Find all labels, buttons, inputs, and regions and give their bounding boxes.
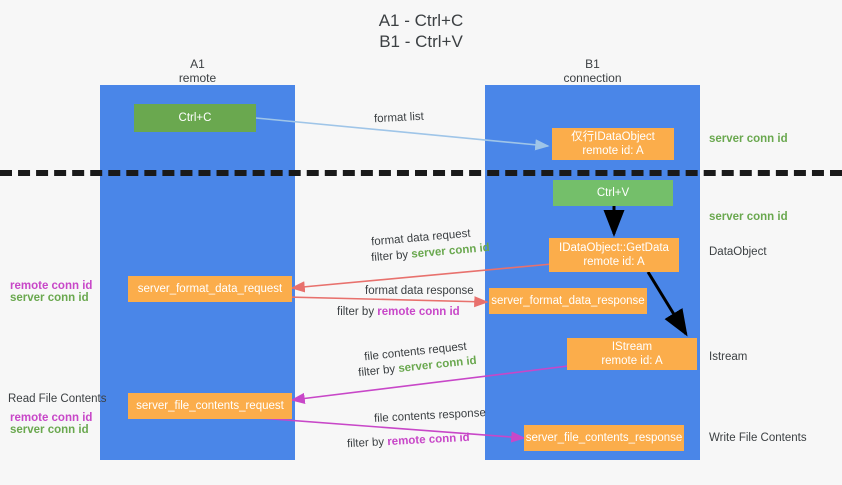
box-ctrl-c-label: Ctrl+C xyxy=(178,112,212,124)
annotation-server-conn-id-2: server conn id xyxy=(709,211,788,223)
box-server-file-contents-response-label: server_file_contents_response xyxy=(525,432,683,444)
filter-by-text-2: filter by xyxy=(337,306,375,318)
page-title: A1 - Ctrl+C B1 - Ctrl+V xyxy=(0,10,842,52)
annotation-remote-conn-id-1: remote conn id xyxy=(10,280,93,292)
filter-by-text-4: filter by xyxy=(346,436,385,451)
box-server-file-contents-response[interactable]: server_file_contents_response xyxy=(524,425,684,451)
box-idataobject-getdata-line1: IDataObject::GetData xyxy=(559,242,669,254)
lane-header-b1-name: B1 xyxy=(585,57,600,71)
box-idataobject-line2: remote id: A xyxy=(582,145,644,157)
filter-by-text-3: filter by xyxy=(357,363,396,380)
box-istream-line1: IStream xyxy=(611,341,653,353)
remote-conn-id-text-1: remote conn id xyxy=(377,306,460,318)
title-line-2: B1 - Ctrl+V xyxy=(379,32,463,51)
filter-by-text-1: filter by xyxy=(370,248,409,265)
label-format-data-response: format data response xyxy=(365,284,474,298)
annotation-remote-conn-id-2: remote conn id xyxy=(10,412,93,424)
box-ctrl-v-label: Ctrl+V xyxy=(596,187,630,199)
box-idataobject-line1: 仅行IDataObject xyxy=(571,131,655,143)
annotation-istream: Istream xyxy=(709,351,748,363)
box-idataobject-getdata[interactable]: IDataObject::GetData remote id: A xyxy=(549,238,679,272)
lane-header-b1-sub: connection xyxy=(563,71,622,85)
annotation-write-file-contents: Write File Contents xyxy=(709,432,807,444)
label-file-contents-response-filter: filter by remote conn id xyxy=(347,431,470,451)
lane-header-a1-sub: remote xyxy=(178,71,217,85)
annotation-server-conn-id-4: server conn id xyxy=(10,424,89,436)
box-server-format-data-request[interactable]: server_format_data_request xyxy=(128,276,292,302)
box-server-file-contents-request-label: server_file_contents_request xyxy=(136,400,284,412)
box-server-format-data-response[interactable]: server_format_data_response xyxy=(489,288,647,314)
annotation-server-conn-id-1: server conn id xyxy=(709,133,788,145)
annotation-read-file-contents: Read File Contents xyxy=(8,393,107,405)
label-format-data-response-filter: filter by remote conn id xyxy=(337,305,460,319)
lane-header-a1-name: A1 xyxy=(190,57,205,71)
title-line-1: A1 - Ctrl+C xyxy=(378,11,464,30)
box-server-format-data-response-label: server_format_data_response xyxy=(491,295,645,307)
label-format-list: format list xyxy=(373,110,425,126)
label-file-contents-response: file contents response xyxy=(374,406,486,426)
box-server-file-contents-request[interactable]: server_file_contents_request xyxy=(128,393,292,419)
box-ctrl-c[interactable]: Ctrl+C xyxy=(134,104,256,132)
label-format-data-response-text: format data response xyxy=(365,285,474,297)
box-istream[interactable]: IStream remote id: A xyxy=(567,338,697,370)
label-file-contents-response-text: file contents response xyxy=(373,407,487,425)
annotation-server-conn-id-3: server conn id xyxy=(10,292,89,304)
lane-header-a1: A1 remote xyxy=(100,57,295,85)
box-server-format-data-request-label: server_format_data_request xyxy=(137,283,283,295)
remote-conn-id-text-2: remote conn id xyxy=(386,431,470,449)
phase-separator xyxy=(0,170,842,176)
box-idataobject-getdata-line2: remote id: A xyxy=(583,256,645,268)
box-istream-line2: remote id: A xyxy=(601,355,663,367)
box-ctrl-v[interactable]: Ctrl+V xyxy=(553,180,673,206)
box-idataobject[interactable]: 仅行IDataObject remote id: A xyxy=(552,128,674,160)
lane-header-b1: B1 connection xyxy=(485,57,700,85)
annotation-dataobject: DataObject xyxy=(709,246,767,258)
